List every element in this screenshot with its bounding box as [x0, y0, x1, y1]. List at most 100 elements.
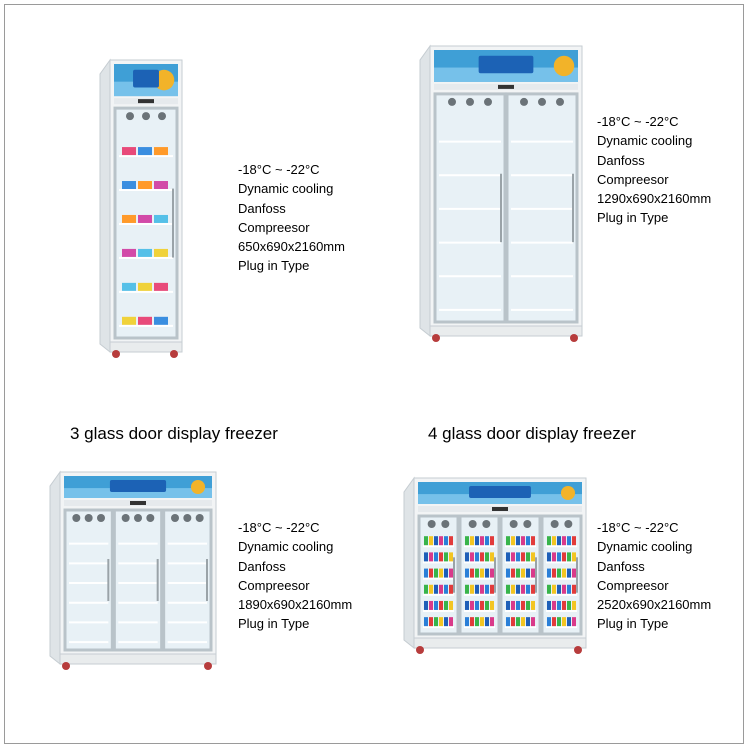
drink-can	[449, 568, 453, 578]
drink-can	[465, 617, 469, 627]
drink-can	[485, 552, 489, 562]
spec-component: Compreesor	[238, 577, 310, 593]
drink-can	[439, 536, 443, 546]
drink-can	[521, 584, 525, 594]
drink-can	[439, 600, 443, 610]
spec-block-1-door: -18°C ~ -22°C Dynamic cooling Danfoss Co…	[238, 160, 345, 276]
drink-can	[506, 568, 510, 578]
fan	[121, 514, 130, 522]
freezer-3-door	[49, 470, 217, 670]
drink-can	[557, 584, 561, 594]
drink-can	[552, 600, 556, 610]
caster-wheel	[112, 350, 120, 358]
fan	[84, 514, 93, 522]
drink-can	[516, 536, 520, 546]
drink-can	[562, 568, 566, 578]
drink-can	[490, 584, 494, 594]
image-border	[4, 4, 744, 744]
drink-can	[429, 600, 433, 610]
spec-cooling: Dynamic cooling	[597, 133, 693, 149]
freezer-2-door	[419, 44, 583, 342]
drink-can	[485, 584, 489, 594]
drink-can	[526, 552, 530, 562]
fan	[195, 514, 204, 522]
banner-logo	[478, 55, 534, 74]
drink-can	[567, 584, 571, 594]
drink-can	[516, 552, 520, 562]
drink-can	[444, 584, 448, 594]
drink-can	[439, 552, 443, 562]
drink-can	[475, 552, 479, 562]
drink-can	[449, 552, 453, 562]
drink-can	[485, 568, 489, 578]
drink-can	[526, 600, 530, 610]
drink-can	[490, 568, 494, 578]
fan	[142, 112, 150, 121]
drink-can	[475, 600, 479, 610]
drink-can	[531, 584, 535, 594]
drink-can	[429, 584, 433, 594]
drink-can	[434, 617, 438, 627]
drink-can	[434, 584, 438, 594]
product-box	[154, 214, 168, 223]
drink-can	[465, 584, 469, 594]
drink-can	[567, 568, 571, 578]
spec-temperature: -18°C ~ -22°C	[238, 162, 320, 177]
spec-cooling: Dynamic cooling	[597, 539, 693, 555]
drink-can	[552, 568, 556, 578]
drink-can	[516, 600, 520, 610]
drink-can	[424, 568, 428, 578]
spec-brand: Danfoss	[597, 558, 645, 574]
fan	[171, 514, 179, 522]
drink-can	[562, 552, 566, 562]
caster-wheel	[204, 662, 212, 670]
drink-can	[521, 600, 525, 610]
drink-can	[526, 568, 530, 578]
door-handle	[494, 557, 496, 593]
cabinet-side	[49, 470, 61, 666]
spec-type: Plug in Type	[597, 210, 669, 226]
drink-can	[557, 552, 561, 562]
drink-can	[547, 600, 551, 610]
temperature-display	[492, 507, 508, 511]
drink-can	[516, 568, 520, 578]
fan	[146, 514, 155, 522]
drink-can	[444, 617, 448, 627]
caption-3-door: 3 glass door display freezer	[70, 424, 278, 443]
drink-can	[572, 600, 576, 610]
drink-can	[444, 536, 448, 546]
product-box	[138, 214, 152, 223]
banner-fruit	[190, 479, 206, 495]
product-box	[154, 282, 168, 291]
drink-can	[562, 600, 566, 610]
spec-type: Plug in Type	[597, 616, 669, 632]
drink-can	[470, 584, 474, 594]
drink-can	[531, 568, 535, 578]
spec-dimensions: 650x690x2160mm	[238, 239, 345, 255]
drink-can	[485, 536, 489, 546]
drink-can	[429, 552, 433, 562]
caster-wheel	[62, 662, 70, 670]
drink-can	[557, 568, 561, 578]
spec-brand: Danfoss	[597, 152, 645, 168]
cabinet-base	[109, 341, 183, 353]
banner-logo	[109, 479, 167, 493]
fan	[448, 97, 456, 106]
spec-dimensions: 2520x690x2160mm	[597, 597, 712, 613]
spec-brand: Danfoss	[238, 558, 286, 574]
banner-fruit	[553, 55, 575, 77]
drink-can	[552, 552, 556, 562]
drink-can	[490, 536, 494, 546]
door-handle	[206, 559, 208, 601]
temperature-display	[138, 99, 154, 104]
cabinet-base	[59, 653, 217, 665]
fan	[484, 97, 492, 106]
drink-can	[429, 536, 433, 546]
spec-dimensions: 1890x690x2160mm	[238, 597, 353, 613]
drink-can	[449, 536, 453, 546]
fan	[550, 520, 559, 528]
drink-can	[506, 536, 510, 546]
temperature-display	[498, 84, 514, 89]
fan	[427, 520, 436, 528]
drink-can	[572, 536, 576, 546]
